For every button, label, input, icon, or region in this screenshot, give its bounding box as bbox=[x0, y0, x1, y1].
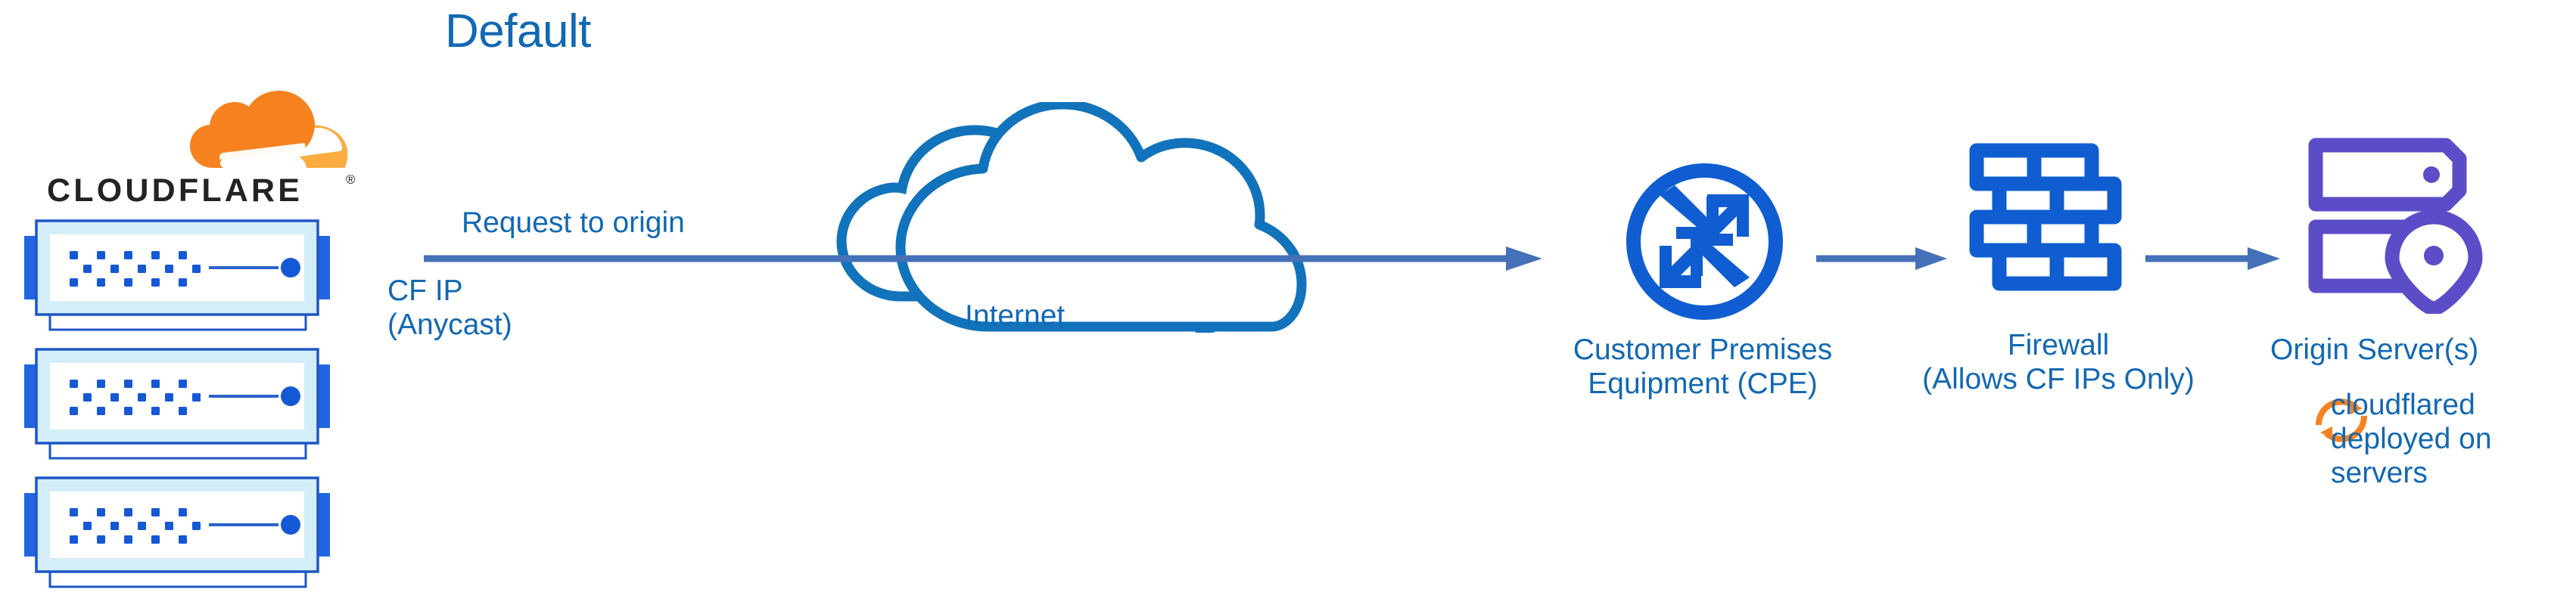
label-internet: Internet bbox=[965, 299, 1066, 332]
cloudflare-cloud-logo-icon bbox=[190, 91, 348, 168]
rack-server-icon bbox=[24, 348, 330, 460]
label-cf-ip-anycast: CF IP (Anycast) bbox=[387, 274, 512, 342]
rack-server-icon bbox=[24, 476, 330, 588]
sync-arrows-icon bbox=[2315, 398, 2368, 442]
page-title: Default bbox=[445, 5, 591, 57]
svg-text:CLOUDFLARE: CLOUDFLARE bbox=[47, 172, 303, 209]
brick-wall-icon bbox=[1969, 143, 2122, 291]
origin-server-icon bbox=[2308, 138, 2483, 314]
flow-arrow-cpe-firewall bbox=[1816, 247, 1947, 270]
label-firewall: Firewall (Allows CF IPs Only) bbox=[1922, 329, 2195, 396]
rack-server-icon bbox=[24, 219, 330, 331]
registered-trademark-symbol: ® bbox=[346, 172, 356, 187]
rack-server-1 bbox=[11, 212, 355, 333]
flow-arrow-firewall-origin bbox=[2145, 247, 2280, 270]
label-origin-server: Origin Server(s) bbox=[2270, 333, 2479, 366]
flow-arrow-origin-request bbox=[424, 247, 1542, 271]
label-customer-premises-equipment: Customer Premises Equipment (CPE) bbox=[1573, 333, 1833, 401]
label-cloudflared-deployed: cloudflared deployed on servers bbox=[2331, 389, 2492, 490]
label-request-to-origin: Request to origin bbox=[462, 206, 685, 239]
rack-server-3 bbox=[11, 469, 355, 590]
cloudflare-logo: CLOUDFLARE ® bbox=[9, 91, 365, 223]
router-icon bbox=[1626, 163, 1783, 320]
cloudflare-wordmark: CLOUDFLARE bbox=[47, 172, 303, 209]
rack-server-2 bbox=[11, 340, 355, 461]
internet-cloud bbox=[895, 102, 1307, 332]
